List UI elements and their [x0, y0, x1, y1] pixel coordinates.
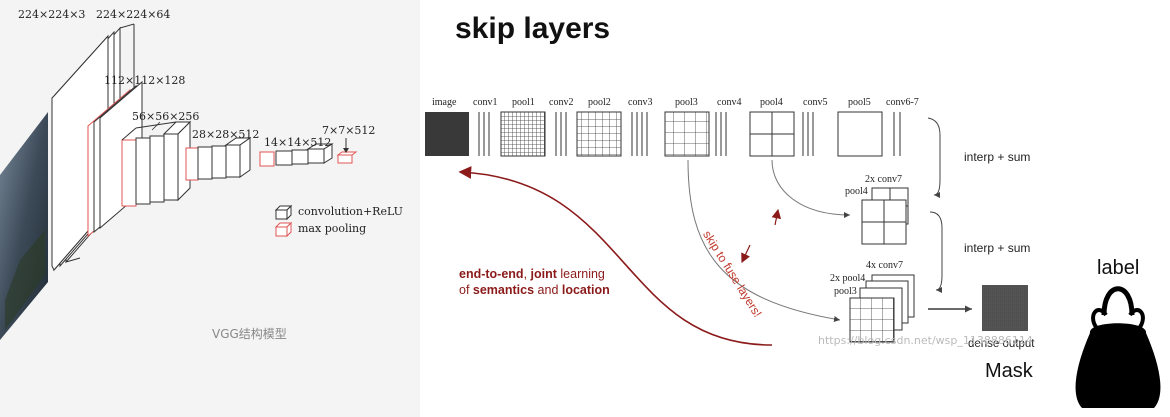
layer-label-pool1: pool1 — [512, 97, 535, 108]
handbag-mask-icon — [1075, 286, 1161, 408]
legend-pool-box — [274, 221, 293, 238]
vgg-architecture-diagram — [0, 23, 358, 340]
vgg-caption: VGG结构模型 — [212, 327, 287, 341]
conv3-lines — [631, 112, 648, 156]
dim-label-224x64: 224×224×64 — [96, 8, 171, 21]
fuse2-stack — [849, 274, 915, 343]
annot-bold-location: location — [561, 283, 610, 297]
layer-label-conv2: conv2 — [549, 97, 574, 108]
conv-block-28 — [185, 137, 252, 181]
layer-label-conv67: conv6-7 — [886, 97, 919, 108]
conv2-lines — [555, 112, 567, 156]
annot-bold-end-to-end: end-to-end — [459, 267, 524, 281]
layer-label-pool3: pool3 — [675, 97, 698, 108]
fuse-label-2x-pool4: 2x pool4 — [830, 273, 866, 284]
conv-block-7 — [336, 138, 358, 164]
interp-sum-2: interp + sum — [964, 241, 1031, 255]
page-title: skip layers — [455, 12, 611, 45]
mask-text: Mask — [985, 360, 1033, 382]
layer-label-conv3: conv3 — [628, 97, 653, 108]
layer-label-pool5: pool5 — [848, 97, 871, 108]
fuse-label-pool3: pool3 — [834, 286, 857, 297]
legend-conv-box — [274, 204, 293, 221]
annot-and: and — [534, 283, 562, 297]
conv1-lines — [478, 112, 490, 156]
vgg-panel: 224×224×3 224×224×64 112×112×128 56×56×2… — [0, 0, 420, 417]
annot-sep: , — [523, 267, 531, 281]
legend-conv-label: convolution+ReLU — [298, 205, 403, 218]
annot-rest: learning — [556, 267, 605, 281]
layer-label-pool4: pool4 — [760, 97, 783, 108]
dim-label-14: 14×14×512 — [264, 136, 332, 149]
annot-bold-semantics: semantics — [472, 283, 535, 297]
pool4-grid — [749, 111, 795, 157]
conv4-lines — [715, 112, 727, 156]
legend-pool-label: max pooling — [298, 222, 367, 235]
conv67-lines — [893, 112, 901, 156]
end-to-end-arrow — [458, 166, 773, 346]
dense-output-label: dense output — [968, 338, 1035, 350]
interp-sum-1: interp + sum — [964, 150, 1031, 164]
annot-bold-joint: joint — [530, 267, 557, 281]
watermark: https://blog.csdn.net/wsp_1138886114 — [818, 334, 1033, 347]
fcn-skip-diagram — [425, 111, 1028, 346]
fuse-label-4x-conv7: 4x conv7 — [866, 260, 903, 271]
conv-block-14 — [259, 143, 334, 167]
annot-of: of — [459, 283, 473, 297]
conv5-lines — [802, 112, 814, 156]
annotation-end-to-end: end-to-end, joint learning — [459, 267, 605, 281]
layer-label-conv1: conv1 — [473, 97, 498, 108]
layer-label-conv4: conv4 — [717, 97, 742, 108]
dim-label-28: 28×28×512 — [192, 128, 260, 141]
pool5-box — [837, 111, 883, 157]
dim-label-56: 56×56×256 — [132, 110, 200, 123]
annotation-semantics-location: of semantics and location — [459, 283, 610, 297]
dim-label-7: 7×7×512 — [322, 124, 376, 137]
layer-label-image: image — [432, 97, 457, 108]
layer-label-pool2: pool2 — [588, 97, 611, 108]
fuse1-stack — [861, 187, 909, 245]
fuse-label-pool4: pool4 — [845, 186, 868, 197]
dim-label-224x3: 224×224×3 — [18, 8, 86, 21]
layer-label-conv5: conv5 — [803, 97, 828, 108]
label-text: label — [1097, 257, 1140, 279]
fuse-label-2x-conv7: 2x conv7 — [865, 174, 902, 185]
dim-label-112: 112×112×128 — [104, 74, 186, 87]
